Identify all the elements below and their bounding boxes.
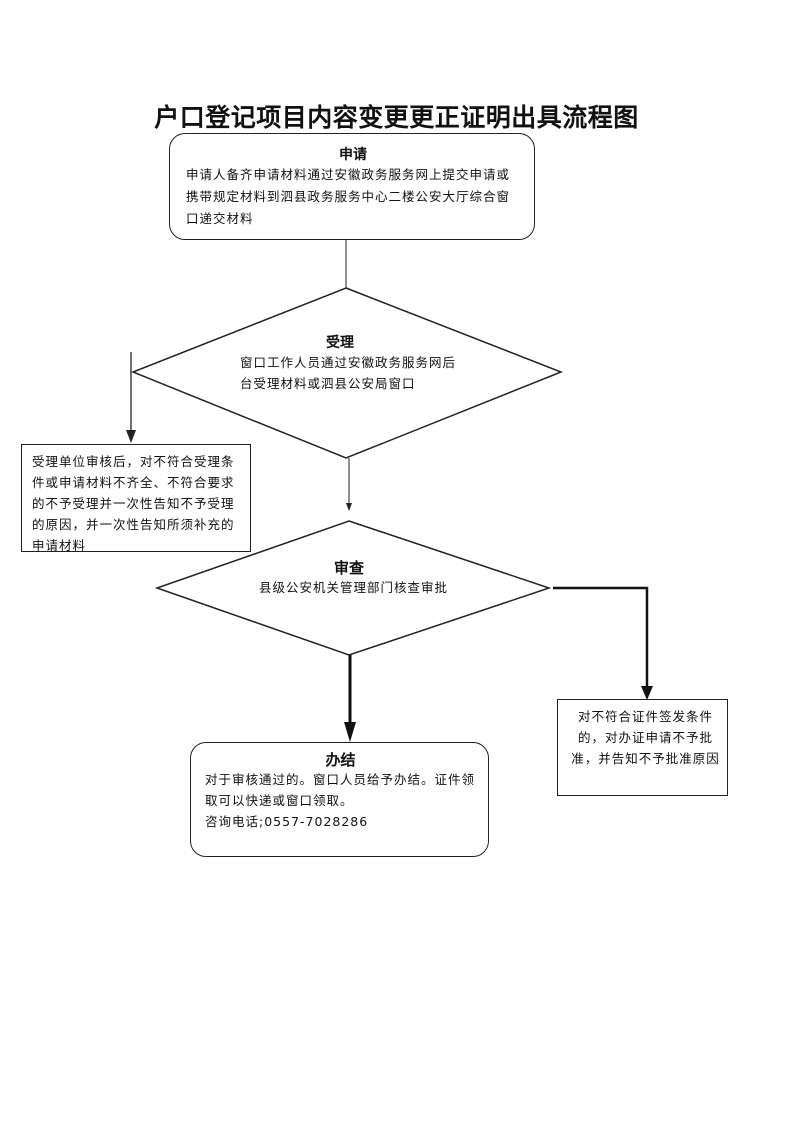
apply-box: 申请 申请人备齐申请材料通过安徽政务服务网上提交申请或携带规定材料到泗县政务服务… [169,133,535,240]
complete-text: 对于审核通过的。窗口人员给予办结。证件领取可以快递或窗口领取。 [205,772,476,808]
reject-accept-box: 受理单位审核后，对不符合受理条件或申请材料不齐全、不符合要求的不予受理并一次性告… [21,444,251,553]
complete-phone: 咨询电话;0557-7028286 [205,814,369,829]
arrowhead-accept-reject [126,430,136,443]
reject-accept-text: 受理单位审核后，对不符合受理条件或申请材料不齐全、不符合要求的不予受理并一次性告… [32,454,235,553]
reject-review-text: 对不符合证件签发条件的，对办证申请不予批准，并告知不予批准原因 [571,709,720,766]
review-text: 县级公安机关管理部门核查审批 [259,580,449,595]
reject-review-box: 对不符合证件签发条件的，对办证申请不予批准，并告知不予批准原因 [557,699,728,796]
complete-box: 办结 对于审核通过的。窗口人员给予办结。证件领取可以快递或窗口领取。 咨询电话;… [190,742,489,857]
accept-label: 受理 窗口工作人员通过安徽政务服务网后台受理材料或泗县公安局窗口 [240,334,460,394]
apply-text: 申请人备齐申请材料通过安徽政务服务网上提交申请或携带规定材料到泗县政务服务中心二… [186,167,511,226]
page-title: 户口登记项目内容变更更正证明出具流程图 [154,103,639,132]
review-heading: 审查 [333,559,364,577]
arrowhead-accept-review [346,503,352,511]
accept-text: 窗口工作人员通过安徽政务服务网后台受理材料或泗县公安局窗口 [240,355,457,391]
review-label: 审查 县级公安机关管理部门核查审批 [259,559,449,598]
accept-heading: 受理 [326,335,354,351]
arrowhead-review-complete [344,722,356,742]
complete-heading: 办结 [325,751,356,769]
accept-diamond [130,287,564,459]
arrow-review-to-reject [553,586,649,688]
apply-heading: 申请 [339,147,367,163]
arrowhead-review-reject [641,686,653,700]
